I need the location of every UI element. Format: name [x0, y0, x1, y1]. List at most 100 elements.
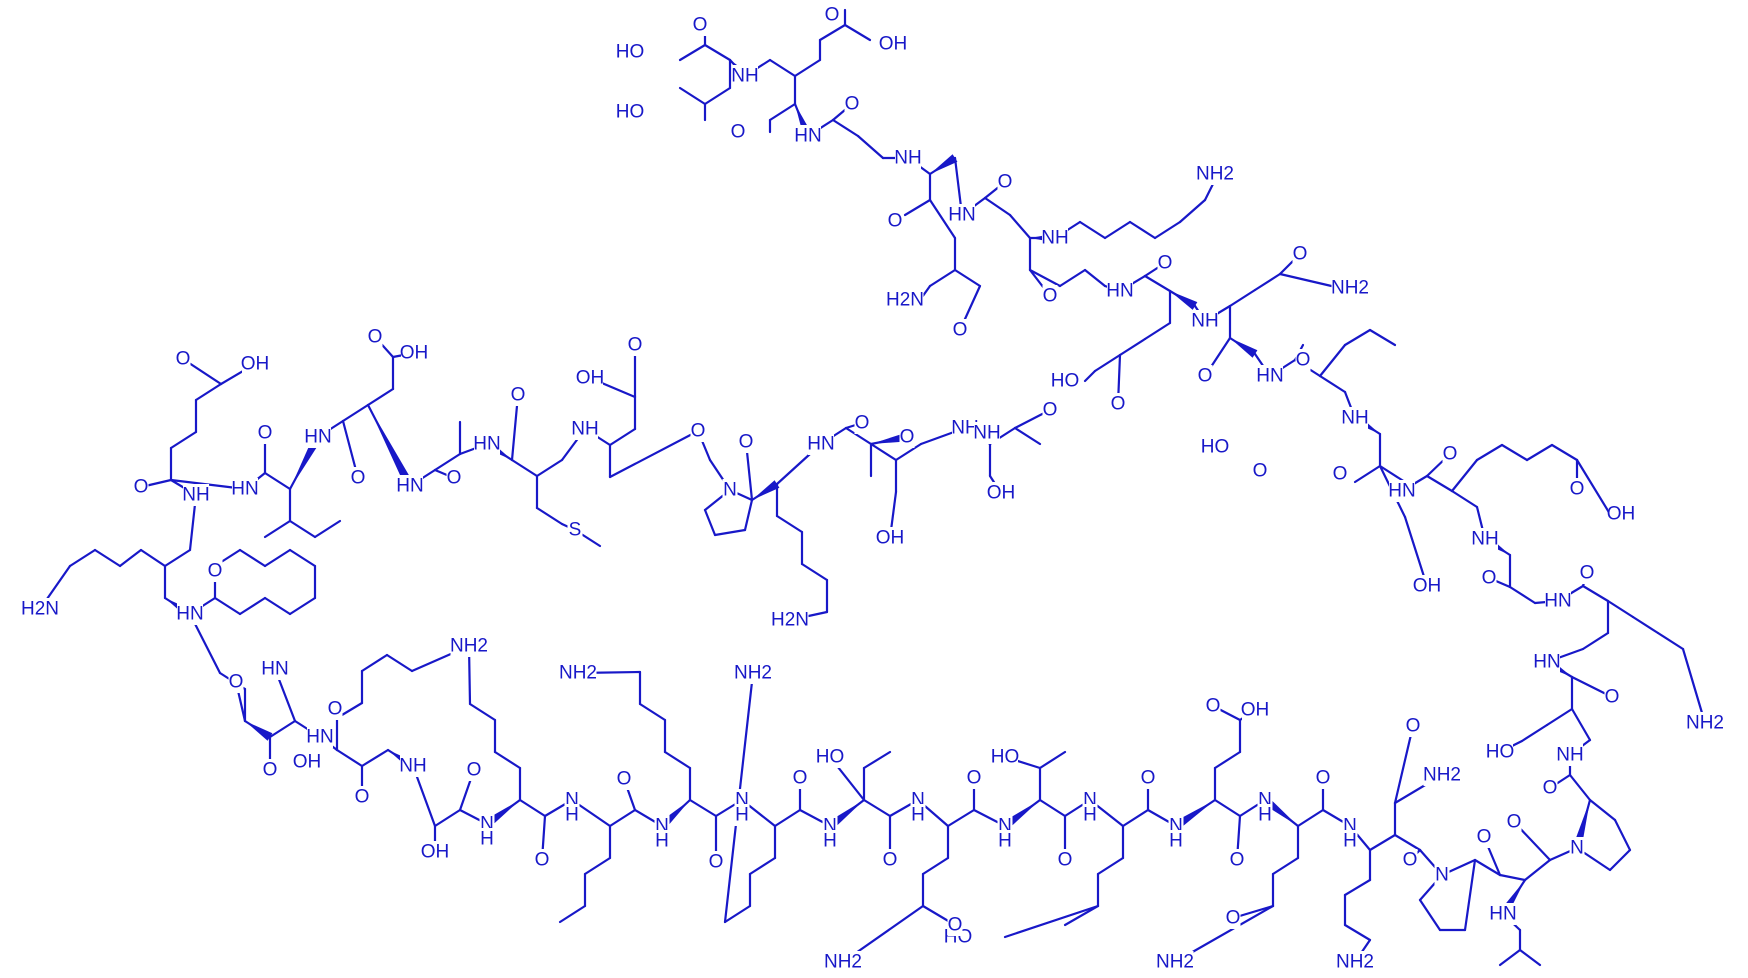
atom-label-text: HO [816, 747, 845, 768]
bond-line [844, 426, 873, 446]
bond-line [1525, 443, 1554, 462]
bond-line [1103, 220, 1132, 240]
atom-label-halo [307, 726, 333, 748]
bond-line [983, 196, 1012, 217]
atom-label-text: HN [1256, 366, 1283, 387]
atom-label-halo [327, 698, 343, 720]
atom-label-text: OH [1413, 576, 1442, 597]
bond-line [663, 750, 692, 770]
bond-line [775, 514, 804, 534]
atom-label-halo [1442, 443, 1458, 465]
atom-label: O [1042, 399, 1058, 421]
atom-label: N [722, 479, 738, 501]
atom-label-halo [792, 767, 808, 789]
atom-label-halo [1490, 903, 1516, 925]
atom-label-halo [627, 334, 643, 356]
atom-label-text: H [655, 831, 669, 852]
stereo-wedge [290, 434, 322, 489]
atom-label-text: NH [894, 148, 921, 169]
atom-label-text: O [845, 94, 860, 115]
atom-label-halo [992, 746, 1018, 768]
atom-label-halo [1487, 741, 1513, 763]
atom-label-halo [880, 33, 906, 55]
atom-label-halo [988, 482, 1014, 504]
atom-label: HN [176, 603, 204, 625]
atom-label: NH2 [1156, 951, 1194, 973]
bond-line [1463, 858, 1477, 932]
stereo-wedge [1572, 800, 1590, 850]
bond-line [263, 471, 292, 491]
bond-line [194, 382, 223, 402]
bond-line [1378, 464, 1407, 484]
atom-label-halo [207, 560, 223, 582]
atom-label: NH [973, 422, 1001, 444]
atom-label: O [354, 786, 370, 808]
atom-label-halo [824, 4, 840, 26]
atom-label-halo [1414, 575, 1440, 597]
atom-label: H [997, 830, 1013, 852]
atom-label: HO [991, 746, 1019, 768]
atom-label-halo [1336, 951, 1374, 973]
atom-label-halo [1604, 686, 1620, 708]
bond-line [583, 856, 612, 876]
atom-label-halo [1196, 163, 1234, 185]
atom-label-halo [422, 841, 448, 863]
atom-label: O [690, 420, 706, 442]
atom-label-text: O [1316, 768, 1331, 789]
atom-label-halo [1107, 280, 1133, 302]
atom-label-halo [350, 467, 366, 489]
atom-label-halo [910, 804, 926, 826]
atom-label-halo [1579, 562, 1595, 584]
atom-label-text: O [628, 335, 643, 356]
atom-label-text: O [1058, 850, 1073, 871]
atom-label: H [1082, 804, 1098, 826]
bond-line [773, 808, 802, 828]
atom-label-halo [1405, 715, 1421, 737]
bond-line [703, 508, 717, 537]
stereo-wedge [1230, 338, 1258, 358]
atom-label-halo [895, 147, 921, 169]
atom-label-text: NH [731, 66, 758, 87]
stereo-wedge [1173, 800, 1215, 830]
stereo-wedge [1170, 291, 1198, 310]
atom-label: O [257, 422, 273, 444]
atom-label-text: O [467, 760, 482, 781]
bond-line [894, 442, 923, 462]
bond-line [638, 702, 667, 722]
bond-line [518, 798, 547, 818]
bond-line [139, 548, 167, 568]
atom-label-text: HO [616, 102, 645, 123]
bond-line [433, 452, 462, 472]
atom-label: NH2 [1336, 951, 1374, 973]
bond-line [723, 904, 752, 924]
atom-label-halo [617, 41, 643, 63]
atom-label: NH [571, 418, 599, 440]
atom-label-text: O [1570, 479, 1585, 500]
bond-line [1368, 328, 1397, 347]
atom-label: O [952, 319, 968, 341]
bond-line [93, 548, 122, 568]
atom-label-halo [1342, 407, 1368, 429]
bond-line [1278, 272, 1342, 290]
atom-label: O [1205, 695, 1221, 717]
bond-line [843, 23, 872, 42]
atom-label: H2N [21, 598, 59, 620]
atom-label-halo [572, 418, 598, 440]
atom-label-text: HN [261, 659, 288, 680]
atom-label-halo [354, 786, 370, 808]
atom-label-halo [450, 635, 488, 657]
atom-label-text: NH2 [559, 663, 597, 684]
atom-label: O [1332, 463, 1348, 485]
atom-label: NH [1471, 528, 1499, 550]
atom-label-text: HO [1201, 437, 1230, 458]
bond-line [608, 808, 637, 828]
atom-label-halo [1534, 651, 1560, 673]
bond-line [1343, 328, 1372, 347]
bond-line [385, 653, 414, 673]
atom-label-halo [1434, 864, 1450, 886]
atom-label-halo [1042, 399, 1058, 421]
atom-label-halo [242, 353, 268, 375]
bond-line [608, 427, 637, 447]
atom-label-halo [1257, 365, 1283, 387]
atom-label-text: O [208, 561, 223, 582]
